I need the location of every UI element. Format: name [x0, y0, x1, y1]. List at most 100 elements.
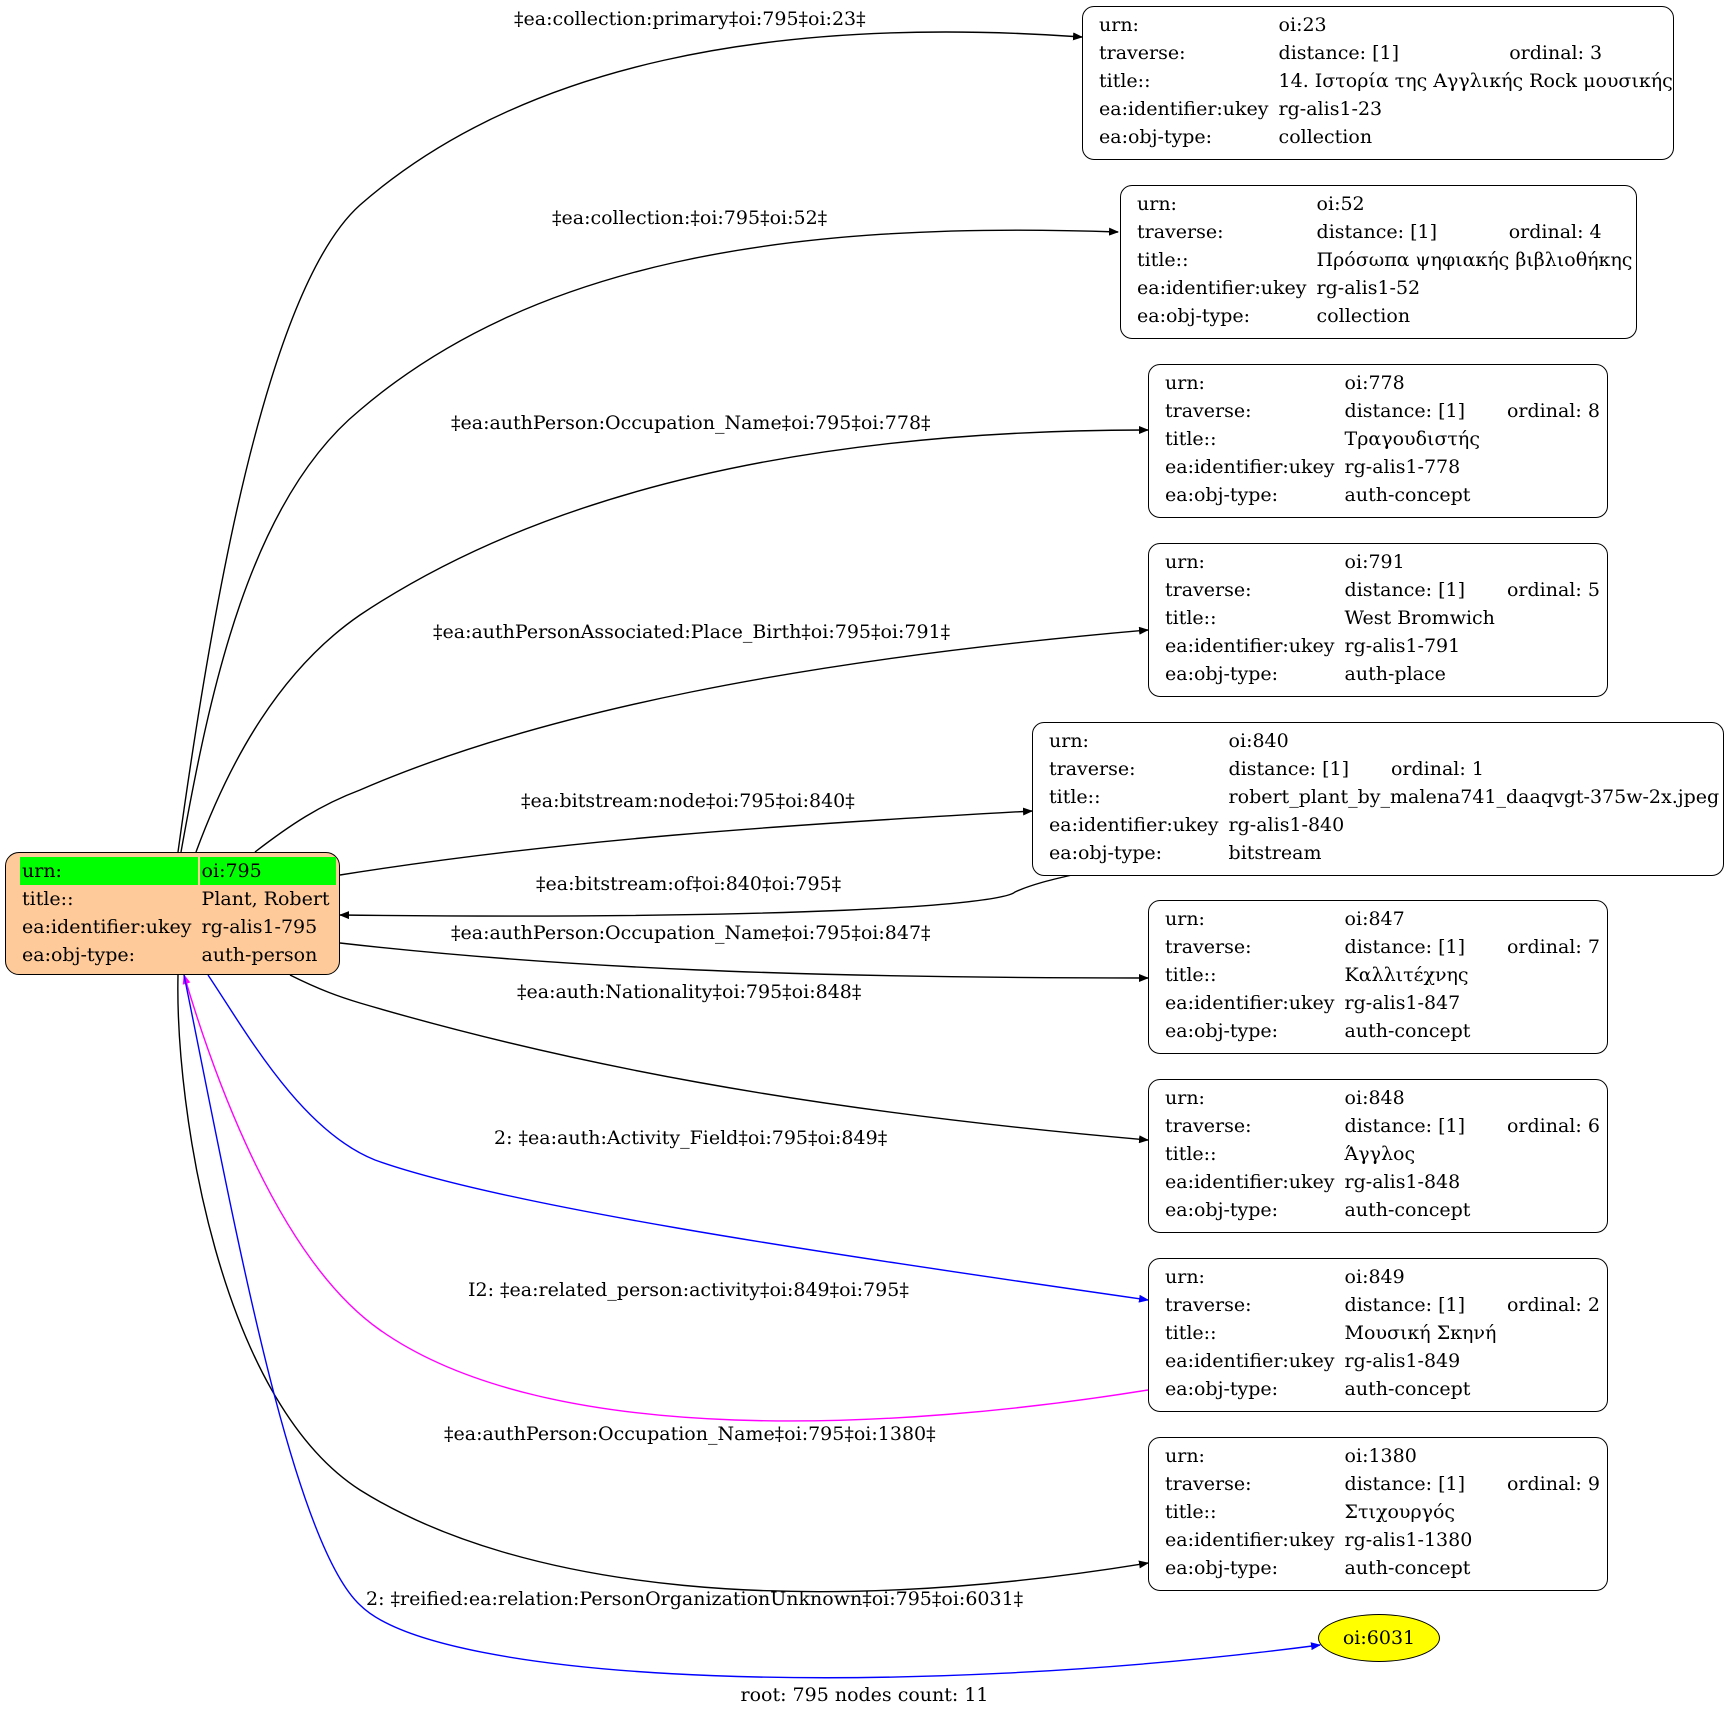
title-value: Άγγλος [1344, 1143, 1416, 1165]
node-oi52[interactable]: urn:oi:52 traverse:distance: [1]ordinal:… [1120, 185, 1637, 339]
urn-key: urn: [1165, 908, 1205, 930]
title-value: Καλλιτέχνης [1344, 964, 1469, 986]
ukey-value: rg-alis1-23 [1278, 98, 1383, 120]
edge-oi778 [195, 426, 1149, 853]
node-oi840[interactable]: urn:oi:840 traverse:distance: [1]ordinal… [1032, 722, 1724, 876]
root-title-value: Plant, Robert [201, 888, 330, 910]
type-value: collection [1278, 126, 1373, 148]
urn-key: urn: [1165, 1087, 1205, 1109]
urn-key: urn: [1165, 372, 1205, 394]
urn-value: oi:23 [1278, 14, 1327, 36]
node-oi847[interactable]: urn:oi:847 traverse:distance: [1]ordinal… [1148, 900, 1608, 1054]
distance-value: distance: [1] [1344, 400, 1465, 422]
urn-value: oi:849 [1344, 1266, 1405, 1288]
urn-value: oi:840 [1228, 730, 1289, 752]
title-key: title:: [1165, 607, 1217, 629]
ukey-value: rg-alis1-847 [1344, 992, 1461, 1014]
distance-value: distance: [1] [1316, 221, 1437, 243]
edge-oi848 [289, 974, 1149, 1144]
title-key: title:: [1165, 1143, 1217, 1165]
urn-key: urn: [1049, 730, 1089, 752]
ukey-key: ea:identifier:ukey [1137, 277, 1307, 299]
traverse-key: traverse: [1165, 936, 1252, 958]
edge-oi840-back [339, 874, 1073, 920]
type-key: ea:obj-type: [1165, 1199, 1279, 1221]
edge-label: 2: ‡ea:auth:Activity_Field‡oi:795‡oi:849… [494, 1127, 888, 1149]
ukey-key: ea:identifier:ukey [1165, 1171, 1335, 1193]
urn-key: urn: [1099, 14, 1139, 36]
edge-label: ‡ea:authPerson:Occupation_Name‡oi:795‡oi… [451, 412, 931, 434]
traverse-key: traverse: [1099, 42, 1186, 64]
edge-oi849 [207, 974, 1149, 1303]
node-oi778[interactable]: urn:oi:778 traverse:distance: [1]ordinal… [1148, 364, 1608, 518]
graph-footer: root: 795 nodes count: 11 [740, 1684, 989, 1706]
edge-oi847 [339, 942, 1149, 982]
edge-label: ‡ea:authPerson:Occupation_Name‡oi:795‡oi… [444, 1423, 936, 1445]
type-key: ea:obj-type: [1165, 1378, 1279, 1400]
ordinal-value: ordinal: 3 [1509, 42, 1603, 64]
root-type-value: auth-person [201, 944, 318, 966]
title-key: title:: [1165, 1501, 1217, 1523]
root-type-key: ea:obj-type: [22, 944, 136, 966]
title-value: Τραγουδιστής [1344, 428, 1480, 450]
title-value: 14. Ιστορία της Αγγλικής Rock μουσικής [1278, 70, 1673, 92]
root-urn-value: oi:795 [199, 857, 336, 885]
distance-value: distance: [1] [1344, 1473, 1465, 1495]
title-key: title:: [1165, 1322, 1217, 1344]
ukey-key: ea:identifier:ukey [1165, 1529, 1335, 1551]
edge-label: ‡ea:collection:primary‡oi:795‡oi:23‡ [514, 8, 866, 30]
type-value: auth-concept [1344, 1199, 1471, 1221]
title-key: title:: [1165, 964, 1217, 986]
title-value: Μουσική Σκηνή [1344, 1322, 1497, 1344]
type-value: auth-concept [1344, 1557, 1471, 1579]
node-oi791[interactable]: urn:oi:791 traverse:distance: [1]ordinal… [1148, 543, 1608, 697]
ukey-key: ea:identifier:ukey [1099, 98, 1269, 120]
root-ukey-value: rg-alis1-795 [201, 916, 318, 938]
node-oi849[interactable]: urn:oi:849 traverse:distance: [1]ordinal… [1148, 1258, 1608, 1412]
node-oi23[interactable]: urn: oi:23 traverse: distance: [1] ordinal:… [1082, 6, 1674, 160]
node-oi6031[interactable]: oi:6031 [1318, 1614, 1440, 1662]
urn-key: urn: [1165, 551, 1205, 573]
ukey-value: rg-alis1-1380 [1344, 1529, 1473, 1551]
type-value: auth-concept [1344, 1378, 1471, 1400]
ukey-value: rg-alis1-778 [1344, 456, 1461, 478]
distance-value: distance: [1] [1344, 579, 1465, 601]
root-urn-key: urn: [20, 857, 198, 885]
traverse-key: traverse: [1165, 400, 1252, 422]
urn-key: urn: [1165, 1445, 1205, 1467]
type-key: ea:obj-type: [1165, 1020, 1279, 1042]
edge-oi6031 [183, 974, 1321, 1679]
urn-value: oi:1380 [1344, 1445, 1417, 1467]
edge-oi849-back [182, 974, 1149, 1422]
ordinal-value: ordinal: 4 [1508, 221, 1602, 243]
ukey-value: rg-alis1-848 [1344, 1171, 1461, 1193]
urn-value: oi:848 [1344, 1087, 1405, 1109]
title-key: title:: [1165, 428, 1217, 450]
ukey-key: ea:identifier:ukey [1165, 456, 1335, 478]
distance-value: distance: [1] [1278, 42, 1399, 64]
root-ukey-key: ea:identifier:ukey [22, 916, 192, 938]
type-key: ea:obj-type: [1049, 842, 1163, 864]
traverse-key: traverse: [1165, 1473, 1252, 1495]
root-node[interactable]: urn:oi:795 title::Plant, Robert ea:ident… [5, 852, 340, 975]
node-oi1380[interactable]: urn:oi:1380 traverse:distance: [1]ordina… [1148, 1437, 1608, 1591]
urn-key: urn: [1137, 193, 1177, 215]
type-value: auth-concept [1344, 484, 1471, 506]
edge-label: ‡ea:authPersonAssociated:Place_Birth‡oi:… [433, 621, 951, 643]
title-key: title:: [1137, 249, 1189, 271]
type-key: ea:obj-type: [1137, 305, 1251, 327]
edge-label: ‡ea:bitstream:node‡oi:795‡oi:840‡ [521, 790, 855, 812]
ukey-value: rg-alis1-840 [1228, 814, 1345, 836]
type-key: ea:obj-type: [1099, 126, 1213, 148]
type-value: auth-concept [1344, 1020, 1471, 1042]
node-oi848[interactable]: urn:oi:848 traverse:distance: [1]ordinal… [1148, 1079, 1608, 1233]
ukey-key: ea:identifier:ukey [1049, 814, 1219, 836]
type-key: ea:obj-type: [1165, 484, 1279, 506]
title-value: Στιχουργός [1344, 1501, 1456, 1523]
edge-label: ‡ea:bitstream:of‡oi:840‡oi:795‡ [536, 873, 842, 895]
urn-value: oi:791 [1344, 551, 1405, 573]
title-key: title:: [1099, 70, 1151, 92]
traverse-key: traverse: [1165, 1294, 1252, 1316]
ukey-key: ea:identifier:ukey [1165, 992, 1335, 1014]
